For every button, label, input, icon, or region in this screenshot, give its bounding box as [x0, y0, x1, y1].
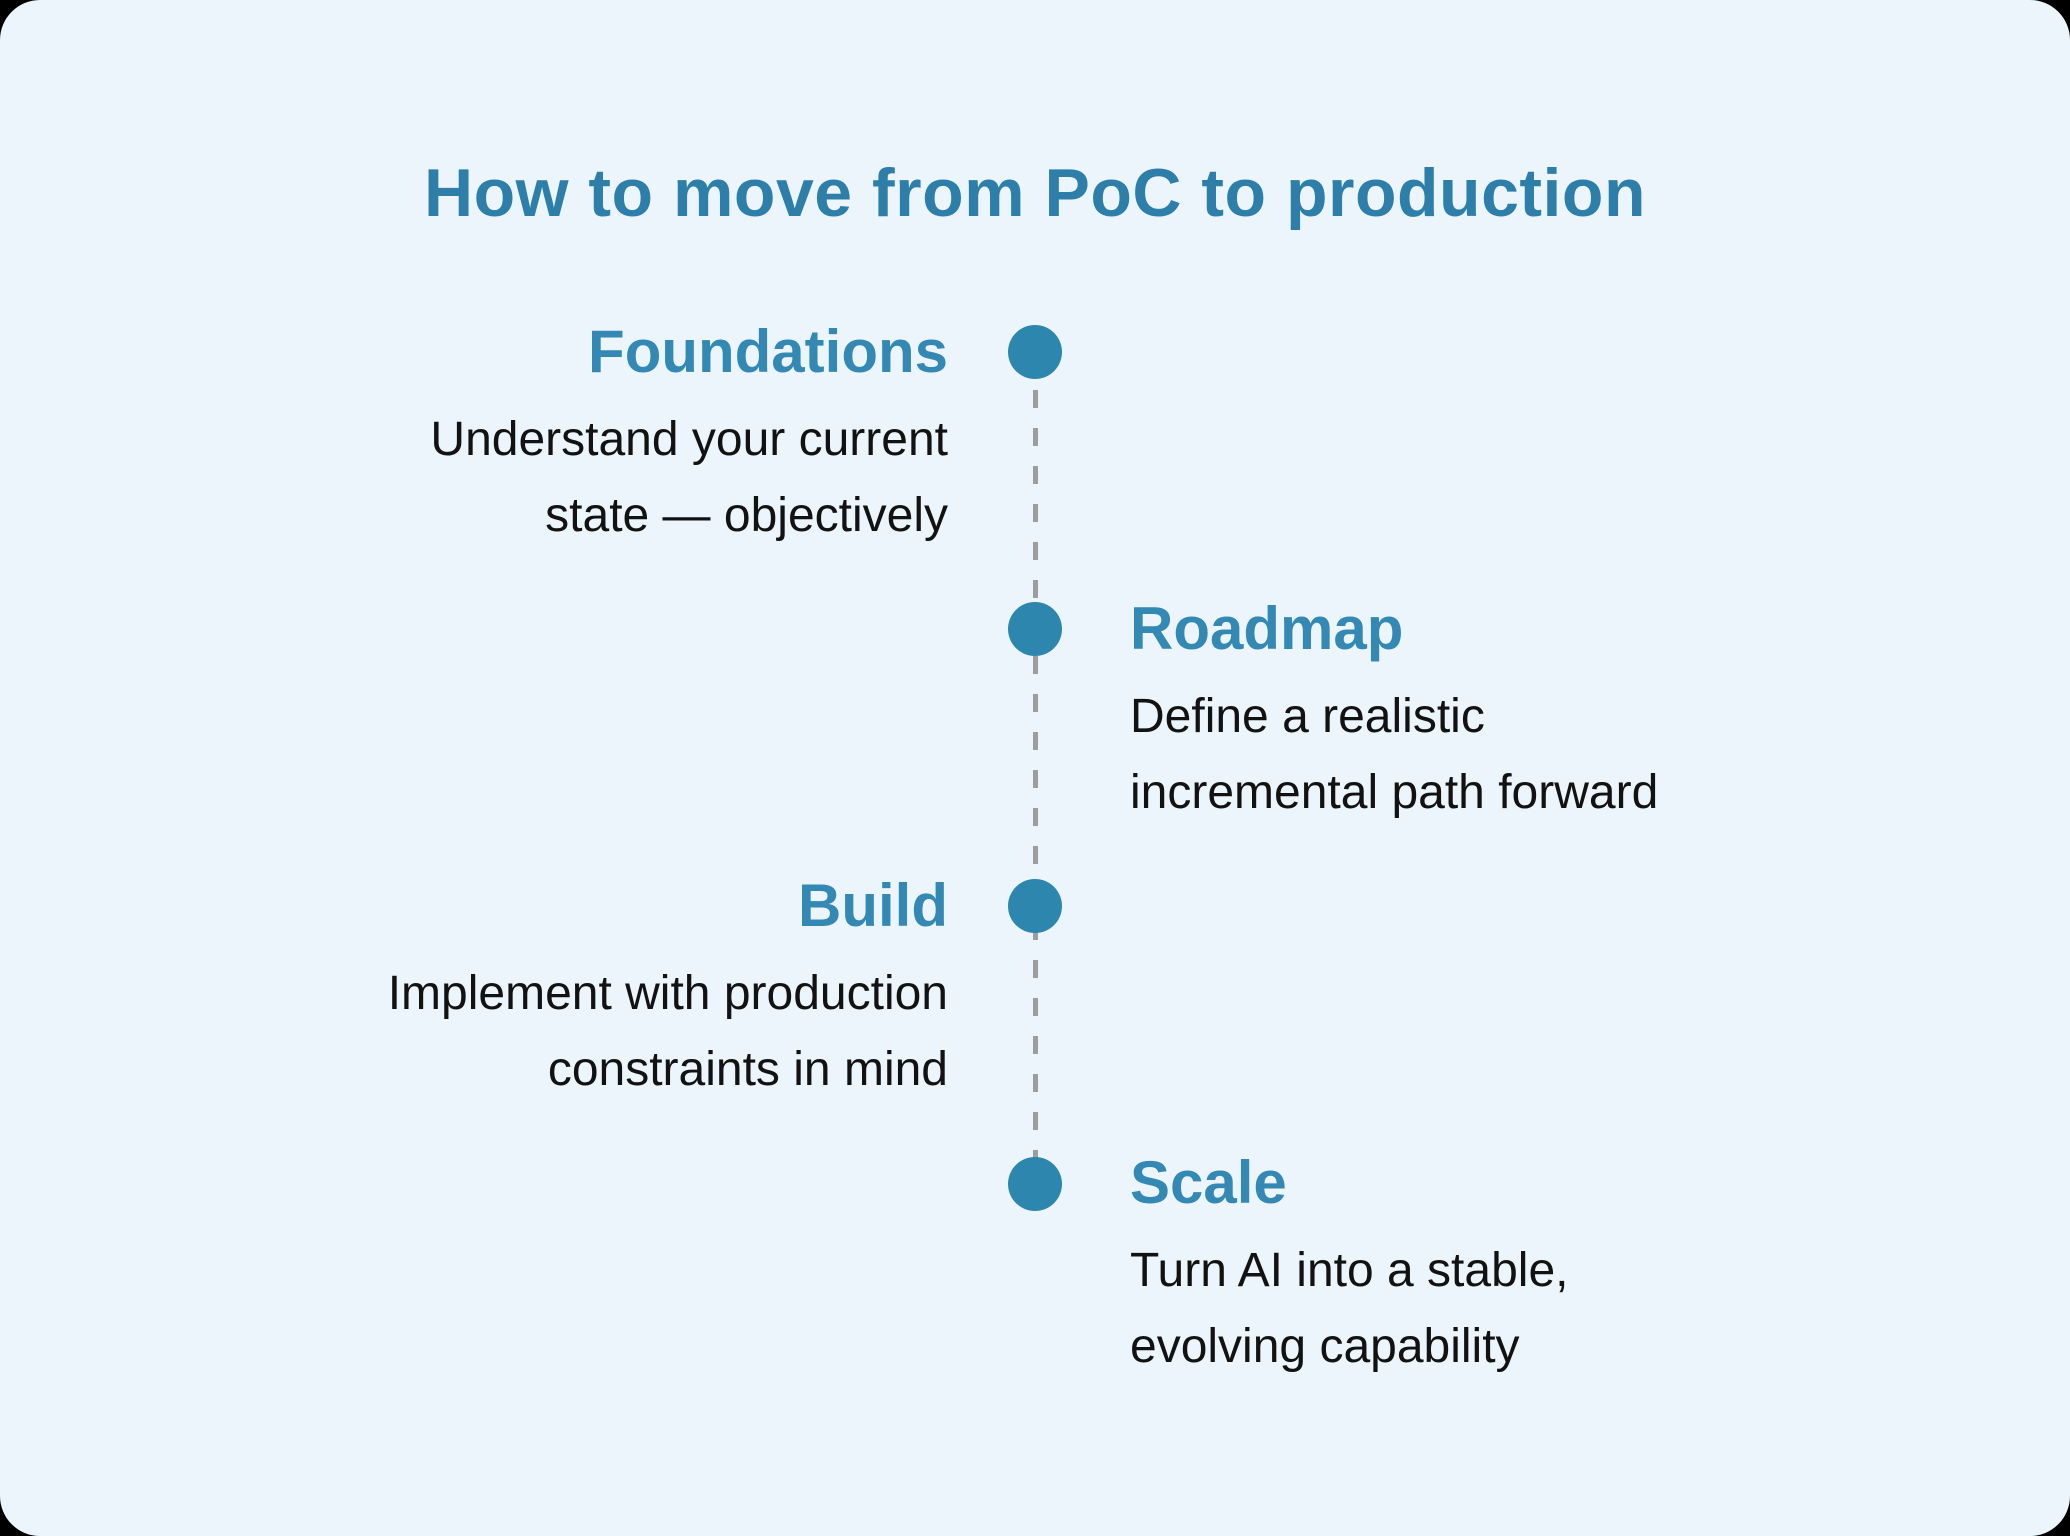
timeline-dot-build — [1008, 879, 1062, 933]
step-build-label: Build — [798, 872, 948, 939]
step-roadmap-description-line2: incremental path forward — [1130, 766, 1659, 819]
step-foundations-description: Understand your current state — objectiv… — [88, 402, 948, 554]
step-foundations-label: Foundations — [588, 318, 948, 385]
step-roadmap-label: Roadmap — [1130, 595, 1404, 662]
step-scale-label: Scale — [1130, 1149, 1287, 1216]
step-build-description: Implement with production constraints in… — [88, 956, 948, 1108]
page-title: How to move from PoC to production — [423, 155, 1647, 231]
step-build-description-line1: Implement with production — [387, 967, 948, 1020]
step-foundations-description-line1: Understand your current — [430, 413, 948, 466]
timeline-dot-roadmap — [1008, 602, 1062, 656]
step-roadmap-description: Define a realistic incremental path forw… — [1130, 679, 1990, 831]
step-build: Build Implement with production constrai… — [88, 862, 948, 1108]
timeline-dot-foundations — [1008, 325, 1062, 379]
step-scale-description-line2: evolving capability — [1130, 1320, 1520, 1373]
timeline-dot-scale — [1008, 1157, 1062, 1211]
step-scale-description-line1: Turn AI into a stable, — [1130, 1244, 1569, 1297]
step-scale: Scale Turn AI into a stable, evolving ca… — [1130, 1139, 1990, 1385]
step-roadmap: Roadmap Define a realistic incremental p… — [1130, 585, 1990, 831]
timeline-dashed-line — [1033, 352, 1038, 1184]
step-build-description-line2: constraints in mind — [547, 1043, 948, 1096]
step-foundations: Foundations Understand your current stat… — [88, 308, 948, 554]
step-foundations-description-line2: state — objectively — [545, 489, 948, 542]
step-roadmap-description-line1: Define a realistic — [1130, 690, 1485, 743]
step-scale-description: Turn AI into a stable, evolving capabili… — [1130, 1233, 1990, 1385]
